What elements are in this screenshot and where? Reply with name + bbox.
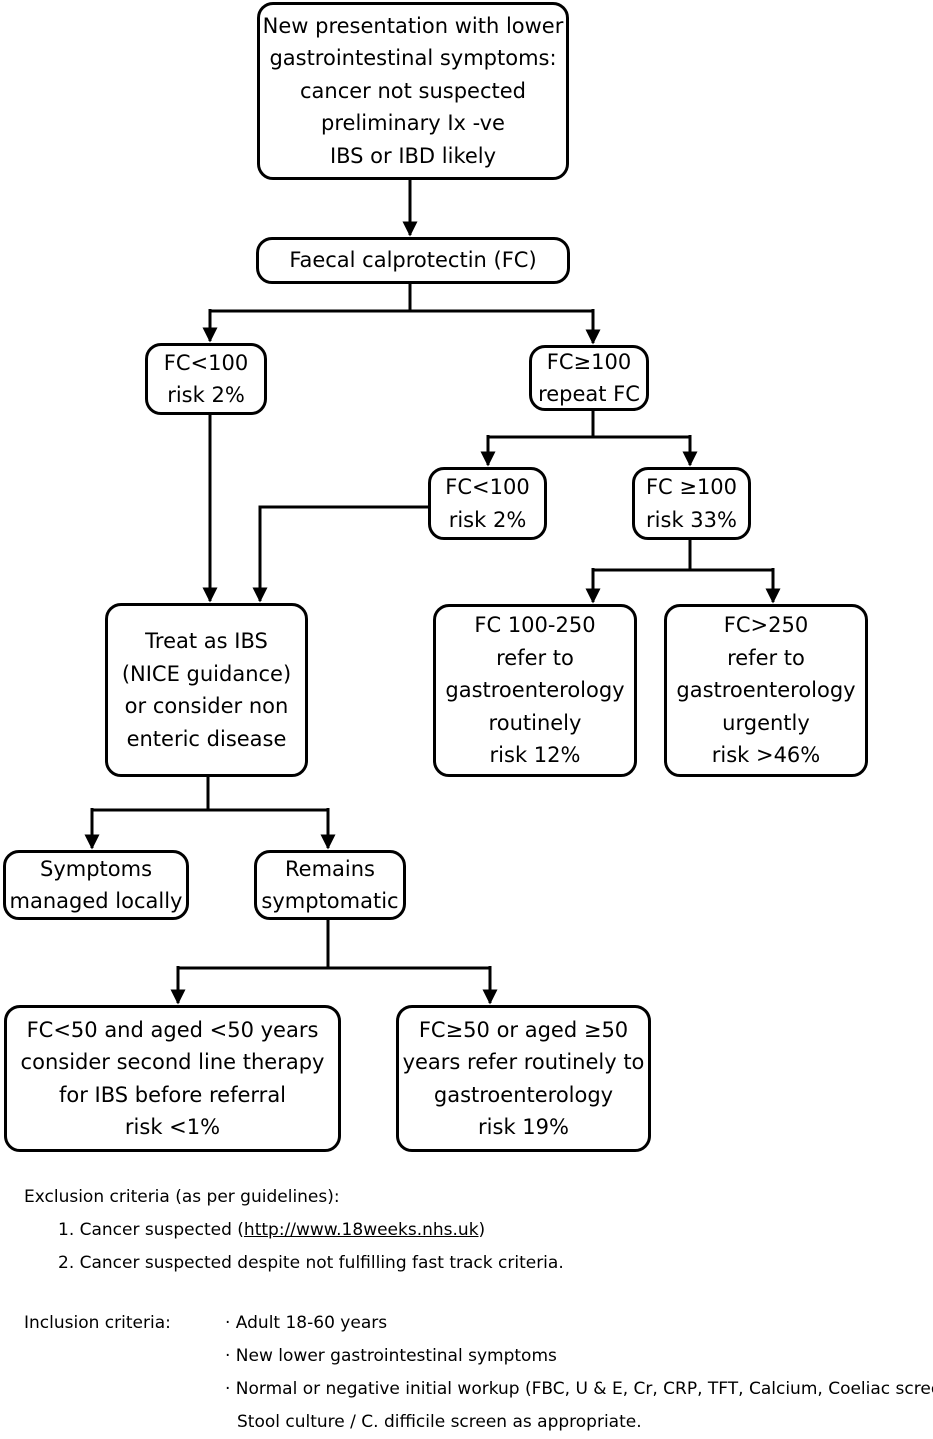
box-line: symptomatic [261,889,399,913]
box-line: New presentation with lower [262,13,564,38]
box-line: risk 2% [448,507,527,532]
box-line: FC ≥100 [645,475,738,499]
exclusion-item-1-prefix: 1. Cancer suspected ( [58,1220,244,1240]
box-line: risk 2% [167,383,245,407]
box-fc-ge100-repeat: FC≥100 repeat FC [529,345,649,411]
inclusion-item: · Normal or negative initial workup (FBC… [225,1379,933,1399]
box-line: Treat as IBS [145,629,268,653]
box-line: gastroenterology [676,678,856,703]
exclusion-title: Exclusion criteria (as per guidelines): [24,1187,340,1207]
box-treat-as-ibs: Treat as IBS (NICE guidance) or consider… [105,603,308,777]
box-fc-lt100: FC<100 risk 2% [145,343,267,415]
inclusion-title: Inclusion criteria: [24,1313,171,1333]
box-line: Remains [285,856,375,881]
box-line: risk 33% [646,507,737,532]
inclusion-item: · New lower gastrointestinal symptoms [225,1346,557,1366]
box-line: repeat FC [538,382,640,406]
box-line: Symptoms [39,856,153,881]
branch-treat-split [92,777,328,812]
box-line: FC<100 [445,475,530,499]
box-line: gastroenterology [445,678,625,703]
box-line: IBS or IBD likely [329,143,497,168]
box-repeat-fc-lt100: FC<100 risk 2% [428,467,547,540]
box-new-presentation: New presentation with lower gastrointest… [257,2,569,180]
box-line: FC<50 and aged <50 years [26,1017,319,1042]
exclusion-item-1-suffix: ) [478,1220,486,1240]
box-repeat-fc-ge100: FC ≥100 risk 33% [632,467,751,540]
box-symptoms-managed-locally: Symptoms managed locally [3,850,189,920]
box-line: risk 19% [478,1115,569,1139]
box-line: FC>250 [723,613,809,638]
exclusion-criteria: Exclusion criteria (as per guidelines): … [24,1181,564,1280]
box-fc-gt250: FC>250 refer to gastroenterology urgentl… [664,604,868,777]
box-line: routinely [488,710,582,735]
box-line: FC≥50 or aged ≥50 [418,1017,629,1042]
box-line: FC<100 [163,350,249,375]
box-line: FC≥100 [546,349,632,374]
inclusion-list: · Adult 18-60 years · New lower gastroin… [225,1307,933,1439]
box-line: or consider non [124,694,289,718]
exclusion-link[interactable]: http://www.18weeks.nhs.uk [243,1220,479,1240]
box-line: gastrointestinal symptoms: [269,46,557,71]
branch-ge100-split [593,540,773,572]
box-line: refer to [496,645,574,670]
box-faecal-calprotectin: Faecal calprotectin (FC) [256,237,570,284]
box-second-line-therapy: FC<50 and aged <50 years consider second… [4,1005,341,1152]
box-line: urgently [722,710,810,735]
box-remains-symptomatic: Remains symptomatic [254,850,406,920]
box-line: risk <1% [124,1115,221,1139]
box-line: consider second line therapy [20,1050,325,1074]
inclusion-item: Stool culture / C. difficile screen as a… [237,1412,642,1432]
box-line: FC 100-250 [474,613,596,638]
box-line: preliminary Ix -ve [321,111,505,136]
box-line: cancer not suspected [299,78,527,103]
box-refer-routinely: FC≥50 or aged ≥50 years refer routinely … [396,1005,651,1152]
box-line: managed locally [9,889,183,913]
box-line: refer to [727,645,805,670]
arrow-repeat-lt100-to-treat [252,505,428,603]
box-line: Faecal calprotectin (FC) [289,248,537,273]
box-line: enteric disease [126,726,287,751]
box-line: years refer routinely to [402,1050,645,1074]
exclusion-item-2: 2. Cancer suspected despite not fulfilli… [58,1253,564,1273]
branch-repeat-split [488,411,690,439]
box-fc-100-250: FC 100-250 refer to gastroenterology rou… [433,604,637,777]
box-line: (NICE guidance) [121,661,292,686]
branch-fc-split [210,284,593,313]
box-line: risk >46% [711,743,821,768]
box-line: for IBS before referral [58,1082,287,1107]
box-line: risk 12% [489,743,581,768]
inclusion-item: · Adult 18-60 years [225,1313,388,1333]
box-line: gastroenterology [433,1082,614,1107]
exclusion-item-1: 1. Cancer suspected (http://www.18weeks.… [24,1214,564,1247]
branch-remains-split [178,920,490,970]
